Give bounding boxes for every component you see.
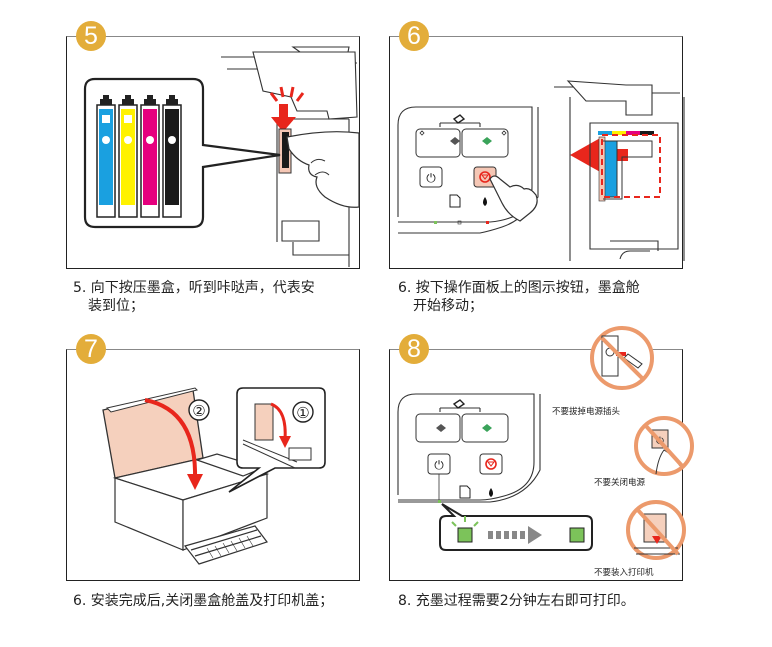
power-icon: ⏻ [426,171,436,185]
step-7-caption: 6. 安装完成后,关闭墨盒舱盖及打印机盖； [73,592,373,610]
led-steady-icon [569,527,585,543]
caption-line: 开始移动； [413,298,483,314]
caption-line: 6. 安装完成后,关闭墨盒舱盖及打印机盖； [73,593,334,609]
paper-icon-small [452,399,466,409]
led-flashing-icon [457,527,473,543]
warning-label: 不要装入打印机 [594,567,654,578]
step-badge: 5 [76,21,106,51]
click-burst-icon [269,86,305,102]
power-off-prohibited-icon: ⏻ [634,416,694,476]
cartridge-cover [254,403,274,441]
copy-bw-icon [436,424,446,432]
step-6-caption: 6. 按下操作面板上的图示按钮，墨盒舱 开始移动； [398,279,688,315]
ink-drop-icon [489,488,493,497]
step-7-illustration: ② ① [102,387,326,565]
warning-label: 不要拔掉电源插头 [552,406,621,417]
caption-line: 8. 充墨过程需要2分钟左右即可打印。 [398,593,635,609]
stop-icon [485,458,497,470]
load-paper-prohibited-icon [626,500,686,560]
led-callout-box [439,503,593,551]
power-button [419,166,443,188]
finger-icon [286,131,360,208]
printer-outline [554,80,685,261]
step-badge: 7 [76,334,106,364]
ink-cartridges [96,95,182,218]
copy-bw-button [415,128,461,158]
ink-stop-button [479,453,503,475]
pointing-hand-icon [489,175,538,222]
power-icon: ⏻ [434,458,444,472]
flash-rays [451,516,479,527]
caption-line: 6. 按下操作面板上的图示按钮，墨盒舱 [398,280,640,296]
ink-cartridge [162,95,182,218]
step-8-caption: 8. 充墨过程需要2分钟左右即可打印。 [398,592,698,610]
ink-cartridge [96,95,116,218]
step-7-panel: 7 ② ① [66,334,360,581]
ink-drop-icon [483,197,487,206]
ink-cartridge [118,95,138,218]
printer-body [112,453,270,565]
close-lid-arrow-icon [144,398,198,481]
control-panel [397,393,541,503]
caption-line: 5. 向下按压墨盒，听到咔哒声，代表安 [73,280,315,296]
caption-line: 装到位； [88,298,144,314]
copy-bw-icon [450,137,460,145]
step-badge: 8 [399,334,429,364]
warning-label: 不要关闭电源 [594,477,646,488]
callout-1: ① [296,404,309,422]
unplug-prohibited-icon [590,326,654,390]
step-badge: 6 [399,21,429,51]
step-5-illustration [83,46,360,267]
paper-icon [459,485,471,499]
paper-icon-small [452,114,466,124]
progress-arrow-icon [488,526,542,544]
step-5-panel: 5 [66,21,360,269]
output-tray-lines [206,535,254,559]
copy-color-icon [482,424,492,432]
paper-icon [449,194,461,208]
callout-2: ② [192,402,205,420]
close-cover-arrow-icon [270,402,287,441]
stop-icon [479,171,491,183]
press-down-arrow-icon [271,104,296,132]
step-8-illustration: ⏻ 不要拔掉电源插头 [397,326,694,578]
ink-cartridge [140,95,160,218]
step-6-panel: 6 ⏻ [389,21,685,269]
step-5-caption: 5. 向下按压墨盒，听到咔哒声，代表安 装到位； [73,279,363,315]
copy-color-icon [482,137,492,145]
step-6-illustration: ⏻ [397,80,685,261]
step-8-panel: 8 ⏻ [389,326,694,581]
